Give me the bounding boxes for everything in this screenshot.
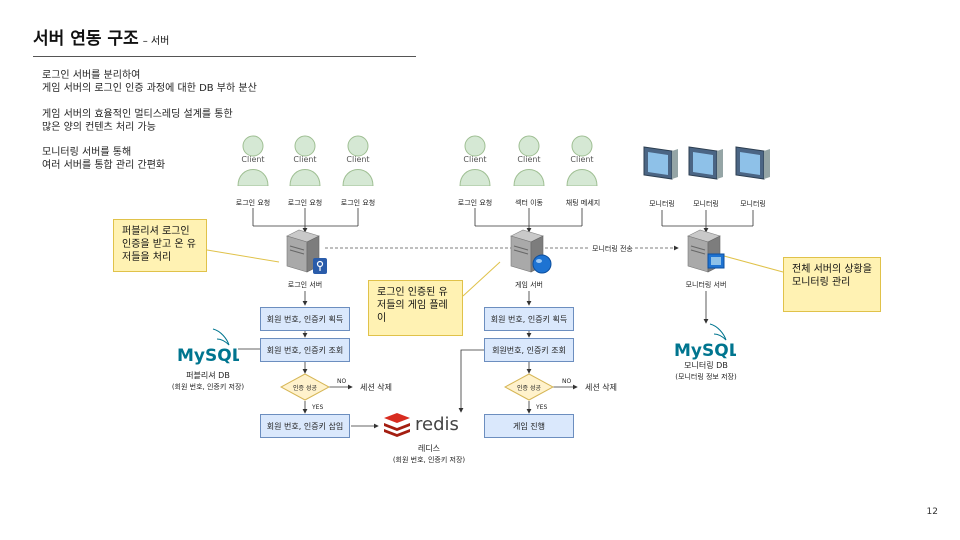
login-server-label: 로그인 서버	[287, 281, 323, 289]
description-block-2: 게임 서버의 효율적인 멀티스레딩 설계를 통한 많은 양의 컨텐츠 처리 가능	[42, 108, 233, 134]
game-client-1-label: 로그인 요청	[457, 199, 493, 207]
game-client-2-name: Client	[517, 155, 541, 164]
monitor-server-icon	[687, 229, 725, 273]
monitor-2-icon	[688, 146, 723, 180]
mysql-logo-icon: MySQL	[674, 323, 736, 360]
description-line: 게임 서버의 로그인 인증 과정에 대한 DB 부하 분산	[42, 83, 257, 94]
login-server-note: 퍼블리셔 로그인 인증을 받고 온 유저들을 처리	[113, 219, 207, 272]
login-client-3-label: 로그인 요청	[340, 199, 376, 207]
game-redis-lookup-arrow	[458, 349, 484, 413]
login-step-2-text: 회원 번호, 인증키 조회	[266, 345, 344, 355]
redis-desc: (회원 번호, 인증키 저장)	[392, 456, 466, 464]
monitoring-link-label: 모니터링 전송	[590, 244, 635, 254]
login-client-1-icon	[237, 135, 269, 186]
redis-logo-text: redis	[415, 414, 459, 435]
monitor-db-name: 모니터링 DB	[684, 361, 728, 370]
monitor-2-label: 모니터링	[693, 200, 719, 208]
monitor-server-label: 모니터링 서버	[685, 281, 727, 289]
login-client-3-icon	[342, 135, 374, 186]
page-title: 서버 연동 구조– 서버	[33, 24, 169, 49]
game-decision-label: 인증 성공	[517, 385, 541, 392]
description-block-3: 모니터링 서버를 통해 여러 서버를 통합 관리 간편화	[42, 146, 165, 172]
mysql-logo-icon: MySQL	[177, 328, 239, 365]
description-line: 로그인 서버를 분리하여	[42, 70, 141, 81]
game-decision-diamond	[504, 373, 554, 401]
login-no-label: NO	[337, 378, 347, 385]
monitor-3-icon	[735, 146, 770, 180]
description-line: 여러 서버를 통합 관리 간편화	[42, 160, 166, 171]
login-client-2-label: 로그인 요청	[287, 199, 323, 207]
description-block-1: 로그인 서버를 분리하여 게임 서버의 로그인 인증 과정에 대한 DB 부하 …	[42, 69, 257, 95]
login-no-action: 세션 삭제	[360, 383, 392, 392]
title-divider	[33, 56, 416, 57]
game-step-1-box: 회원 번호, 인증키 획득	[484, 307, 574, 331]
login-yes-label: YES	[312, 404, 324, 411]
monitor-server-note: 전체 서버의 상황을 모니터링 관리	[783, 257, 881, 312]
game-client-2-icon	[513, 135, 545, 186]
game-client-3-icon	[566, 135, 598, 186]
monitor-3-label: 모니터링	[740, 200, 766, 208]
game-note-pointer	[462, 261, 501, 297]
login-step-2-box: 회원 번호, 인증키 조회	[260, 338, 350, 362]
login-client-2-icon	[289, 135, 321, 186]
monitor-note-text: 전체 서버의 상황을 모니터링 관리	[792, 264, 872, 288]
login-client-1-label: 로그인 요청	[235, 199, 271, 207]
game-step-1-text: 회원 번호, 인증키 획득	[490, 314, 568, 324]
login-step-3-text: 회원 번호, 인증키 삽입	[266, 421, 344, 431]
description-line: 많은 양의 컨텐츠 처리 가능	[42, 122, 156, 133]
login-server-icon	[286, 229, 327, 274]
game-server-note: 로그인 인증된 유저들의 게임 플레이	[368, 280, 463, 336]
monitor-1-label: 모니터링	[649, 200, 675, 208]
description-line: 모니터링 서버를 통해	[42, 147, 132, 158]
login-note-pointer	[206, 249, 280, 263]
login-client-1-name: Client	[241, 155, 265, 164]
page-title-text: 서버 연동 구조	[33, 29, 139, 49]
login-note-text: 퍼블리셔 로그인 인증을 받고 온 유저들을 처리	[122, 226, 196, 263]
publisher-db-desc: (회원 번호, 인증키 저장)	[171, 383, 245, 391]
page-subtitle: – 서버	[142, 36, 170, 47]
login-step-1-box: 회원 번호, 인증키 획득	[260, 307, 350, 331]
login-client-2-name: Client	[293, 155, 317, 164]
game-no-action: 세션 삭제	[585, 383, 617, 392]
login-step-1-text: 회원 번호, 인증키 획득	[266, 314, 344, 324]
game-server-label: 게임 서버	[515, 281, 543, 289]
game-no-label: NO	[562, 378, 572, 385]
game-clients-merge-line	[474, 208, 583, 227]
game-client-1-icon	[459, 135, 491, 186]
game-client-2-label: 섹터 이동	[515, 199, 543, 207]
game-note-text: 로그인 인증된 유저들의 게임 플레이	[377, 287, 448, 324]
page-number: 12	[926, 507, 938, 517]
game-step-3-text: 게임 진행	[513, 421, 545, 431]
description-line: 게임 서버의 효율적인 멀티스레딩 설계를 통한	[42, 109, 233, 120]
redis-name: 레디스	[417, 444, 441, 453]
publisher-db-logo-text: MySQL	[177, 346, 239, 365]
game-yes-label: YES	[536, 404, 548, 411]
monitor-note-pointer	[723, 255, 784, 273]
login-clients-merge-line	[252, 208, 359, 227]
monitor-merge-line	[661, 210, 754, 227]
monitor-db-desc: (모니터링 정보 저장)	[675, 373, 737, 381]
redis-logo-icon: redis	[384, 413, 459, 437]
monitor-db-logo-text: MySQL	[674, 341, 736, 360]
login-decision-label: 인증 성공	[293, 385, 317, 392]
monitor-1-icon	[643, 146, 678, 180]
game-server-icon	[510, 229, 552, 274]
login-decision-diamond	[280, 373, 330, 401]
game-step-2-text: 회원번호, 인증키 조회	[492, 345, 566, 355]
game-step-3-box: 게임 진행	[484, 414, 574, 438]
game-client-1-name: Client	[463, 155, 487, 164]
login-step-3-box: 회원 번호, 인증키 삽입	[260, 414, 350, 438]
publisher-db-name: 퍼블리셔 DB	[186, 371, 230, 380]
login-client-3-name: Client	[346, 155, 370, 164]
game-client-3-label: 채팅 메세지	[565, 199, 601, 207]
game-client-3-name: Client	[570, 155, 594, 164]
game-step-2-box: 회원번호, 인증키 조회	[484, 338, 574, 362]
